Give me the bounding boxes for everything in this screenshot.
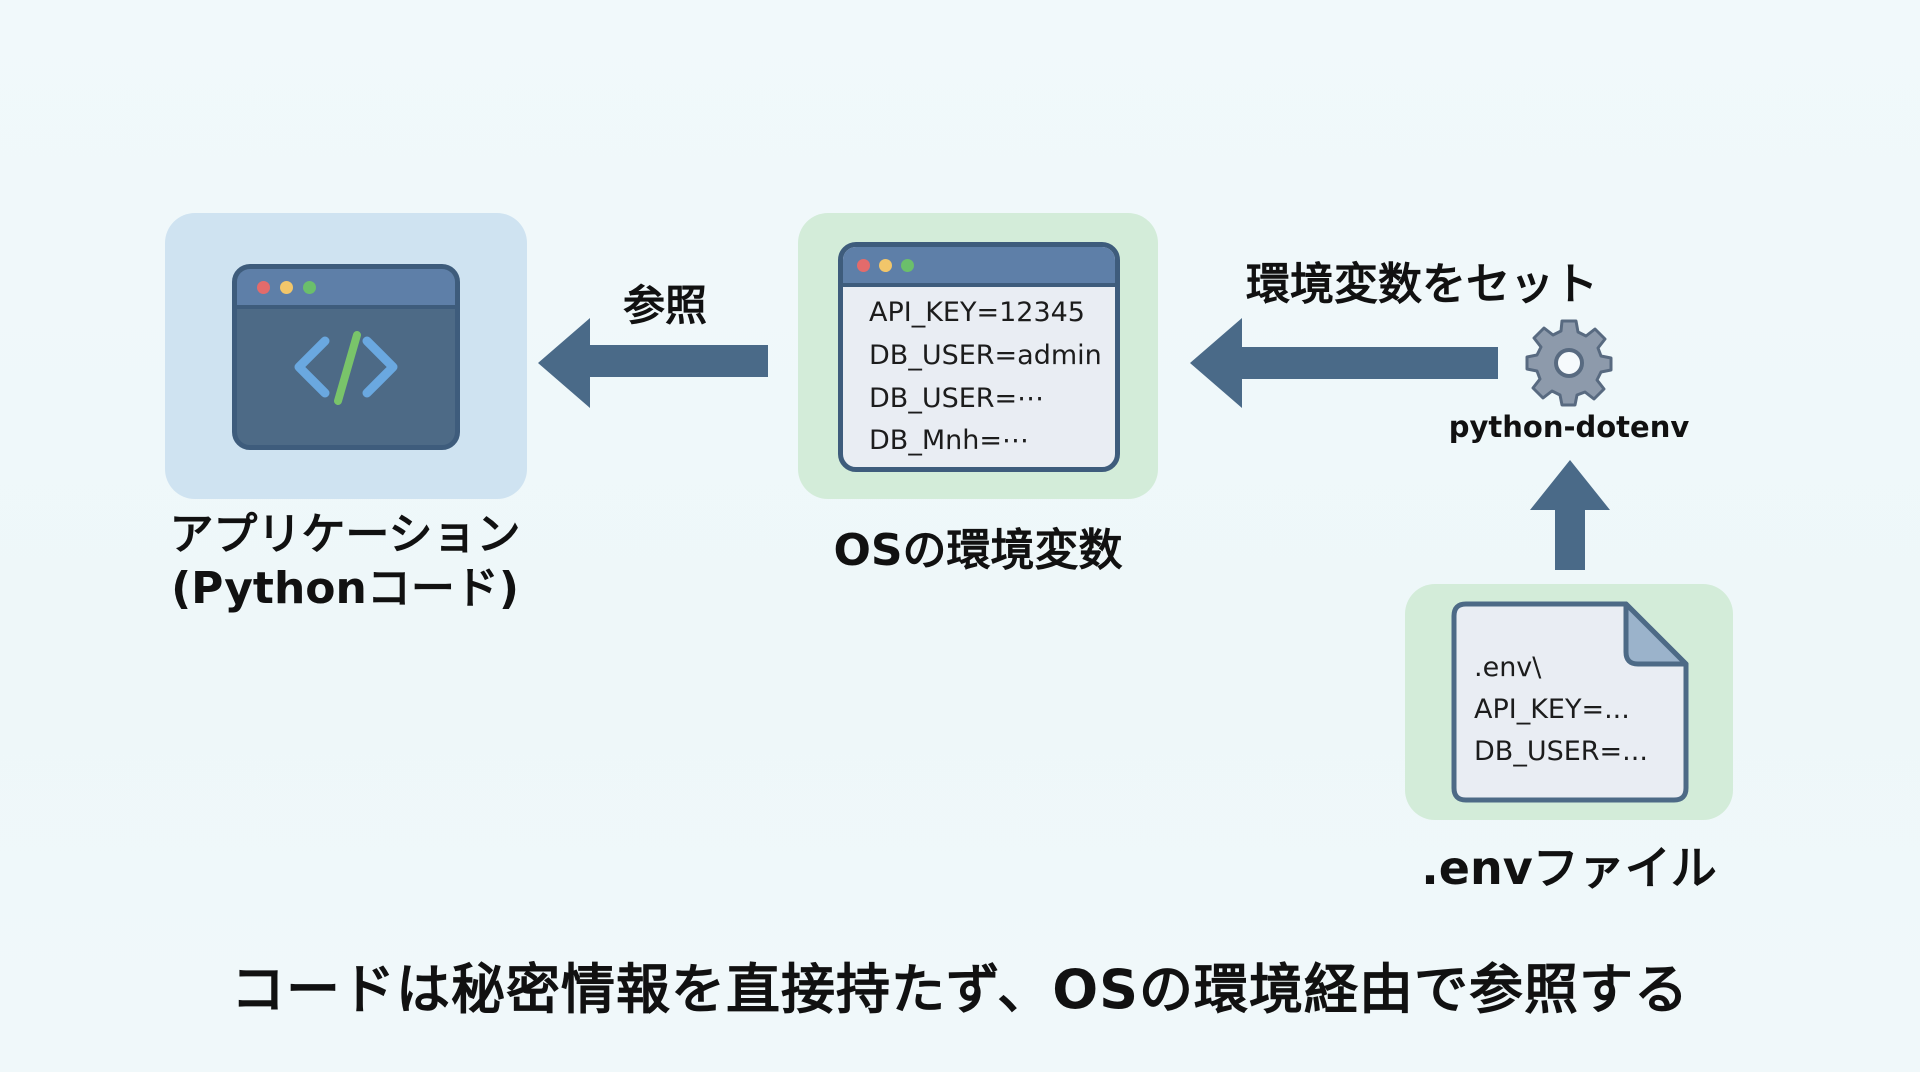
window-titlebar xyxy=(237,269,455,309)
env-file-line: DB_USER=... xyxy=(1474,736,1648,767)
env-file-line: .env\ xyxy=(1474,652,1542,683)
minimize-dot-icon xyxy=(280,281,293,294)
close-dot-icon xyxy=(257,281,270,294)
maximize-dot-icon xyxy=(901,259,914,272)
file-icon xyxy=(1451,601,1689,803)
env-file-label: .envファイル xyxy=(1421,841,1717,895)
dotenv-label: python-dotenv xyxy=(1448,410,1690,444)
os-env-label: OSの環境変数 xyxy=(833,525,1123,576)
close-dot-icon xyxy=(857,259,870,272)
window-titlebar xyxy=(843,247,1115,287)
arrow-left-set-env xyxy=(1190,318,1498,408)
env-var-window: API_KEY=12345 DB_USER=admin DB_USER=⋯ DB… xyxy=(838,242,1120,472)
code-brackets-icon xyxy=(294,331,398,405)
env-var-line: DB_USER=⋯ xyxy=(869,383,1045,414)
app-label-line1: アプリケーション xyxy=(169,509,521,560)
env-file-line: API_KEY=... xyxy=(1474,694,1630,725)
edge-label-set-env: 環境変数をセット xyxy=(1246,259,1598,310)
edge-label-reference: 参照 xyxy=(622,281,707,330)
app-label: アプリケーション (Pythonコード) xyxy=(140,508,550,616)
maximize-dot-icon xyxy=(303,281,316,294)
arrow-up-load xyxy=(1530,460,1610,570)
arrow-left-reference xyxy=(538,318,768,408)
env-var-line: DB_USER=admin xyxy=(869,340,1102,371)
env-var-line: DB_Mnh=⋯ xyxy=(869,425,1029,456)
minimize-dot-icon xyxy=(879,259,892,272)
diagram-caption: コードは秘密情報を直接持たず、OSの環境経由で参照する xyxy=(230,958,1689,1021)
gear-icon xyxy=(1525,319,1613,407)
env-file-content: .env\ API_KEY=... DB_USER=... xyxy=(1452,602,1692,802)
app-label-line2: (Pythonコード) xyxy=(171,563,519,614)
env-var-line: API_KEY=12345 xyxy=(869,297,1085,328)
code-window-icon xyxy=(232,264,460,450)
